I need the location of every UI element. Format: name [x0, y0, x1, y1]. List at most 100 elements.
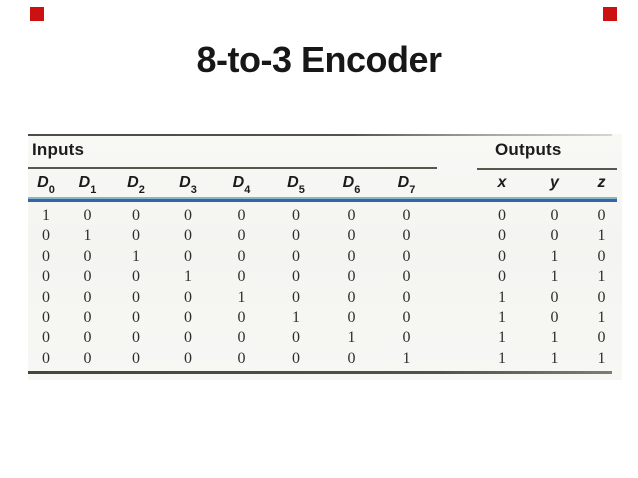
cell: 1	[498, 329, 506, 347]
col-header-D2: D2	[127, 174, 145, 197]
cell: 1	[550, 247, 559, 265]
col-header-spacer	[434, 171, 476, 200]
cell: 0	[184, 247, 192, 265]
cell: 1	[237, 288, 246, 306]
cell: 1	[597, 349, 606, 367]
cell: 1	[498, 288, 506, 306]
cell: 0	[132, 268, 140, 286]
cell: 0	[83, 308, 92, 326]
cell: 0	[347, 227, 356, 245]
cell: 0	[402, 308, 411, 326]
cell: 0	[550, 227, 559, 245]
cell: 1	[292, 308, 300, 326]
cell: 0	[42, 227, 50, 245]
cell: 0	[402, 227, 411, 245]
cell: 0	[292, 288, 300, 306]
cell: 0	[42, 329, 50, 347]
cell: 0	[292, 268, 300, 286]
cell: 1	[498, 349, 506, 367]
outputs-group-label: Outputs	[495, 140, 562, 159]
slide-title: 8-to-3 Encoder	[196, 39, 442, 80]
cell: 0	[498, 247, 506, 265]
cell: 0	[347, 207, 356, 224]
cell: 0	[498, 227, 506, 245]
cell: 0	[347, 288, 356, 306]
cell-spacer	[434, 247, 476, 267]
cell: 0	[132, 207, 140, 224]
cell: 0	[402, 288, 411, 306]
cell: 1	[184, 268, 192, 286]
cell: 0	[347, 349, 356, 367]
cell: 0	[550, 308, 559, 326]
red-corner-marker-left	[30, 7, 44, 21]
inputs-underline-rule	[28, 167, 437, 169]
cell: 1	[597, 227, 606, 245]
cell: 0	[184, 329, 192, 347]
cell: 0	[132, 308, 140, 326]
cell: 0	[132, 349, 140, 367]
cell: 0	[402, 329, 411, 347]
col-header-D1: D1	[78, 174, 97, 197]
cell-spacer	[434, 288, 476, 308]
cell: 0	[184, 349, 192, 367]
col-header-D3: D3	[179, 174, 197, 197]
cell: 0	[237, 329, 246, 347]
cell: 0	[83, 349, 92, 367]
cell: 1	[42, 207, 50, 224]
cell: 1	[83, 227, 92, 245]
cell: 1	[498, 308, 506, 326]
col-header-D6: D6	[342, 174, 361, 197]
cell: 0	[292, 329, 300, 347]
cell: 0	[42, 247, 50, 265]
cell: 0	[237, 227, 246, 245]
cell: 0	[83, 268, 92, 286]
header-separator-rule	[28, 197, 617, 202]
cell: 0	[292, 247, 300, 265]
cell: 1	[550, 329, 559, 347]
cell: 0	[597, 207, 606, 224]
cell: 0	[498, 207, 506, 224]
inputs-group-label: Inputs	[32, 140, 85, 159]
cell: 1	[597, 268, 606, 286]
col-header-D7: D7	[397, 174, 416, 197]
cell: 0	[184, 288, 192, 306]
cell: 0	[83, 288, 92, 306]
cell: 0	[42, 288, 50, 306]
cell: 0	[237, 349, 246, 367]
cell: 0	[498, 268, 506, 286]
cell-spacer	[434, 308, 476, 328]
cell: 0	[132, 329, 140, 347]
table-top-rule	[28, 134, 612, 136]
cell: 0	[83, 247, 92, 265]
cell-spacer	[434, 349, 476, 369]
cell: 0	[184, 207, 192, 224]
cell: 0	[132, 227, 140, 245]
cell: 0	[347, 308, 356, 326]
col-header-D0: D0	[37, 174, 55, 197]
cell: 0	[292, 349, 300, 367]
cell-spacer	[434, 328, 476, 348]
cell: 0	[42, 308, 50, 326]
header-separator-cyan-line	[28, 197, 617, 199]
cell: 1	[597, 308, 606, 326]
cell: 0	[83, 329, 92, 347]
cell: 0	[237, 308, 246, 326]
col-header-D5: D5	[287, 174, 305, 197]
cell-spacer	[434, 226, 476, 246]
cell: 0	[42, 349, 50, 367]
cell: 0	[237, 207, 246, 224]
cell: 0	[597, 288, 606, 306]
cell: 0	[83, 207, 92, 224]
cell: 0	[42, 268, 50, 286]
cell: 0	[550, 288, 559, 306]
cell: 0	[347, 247, 356, 265]
